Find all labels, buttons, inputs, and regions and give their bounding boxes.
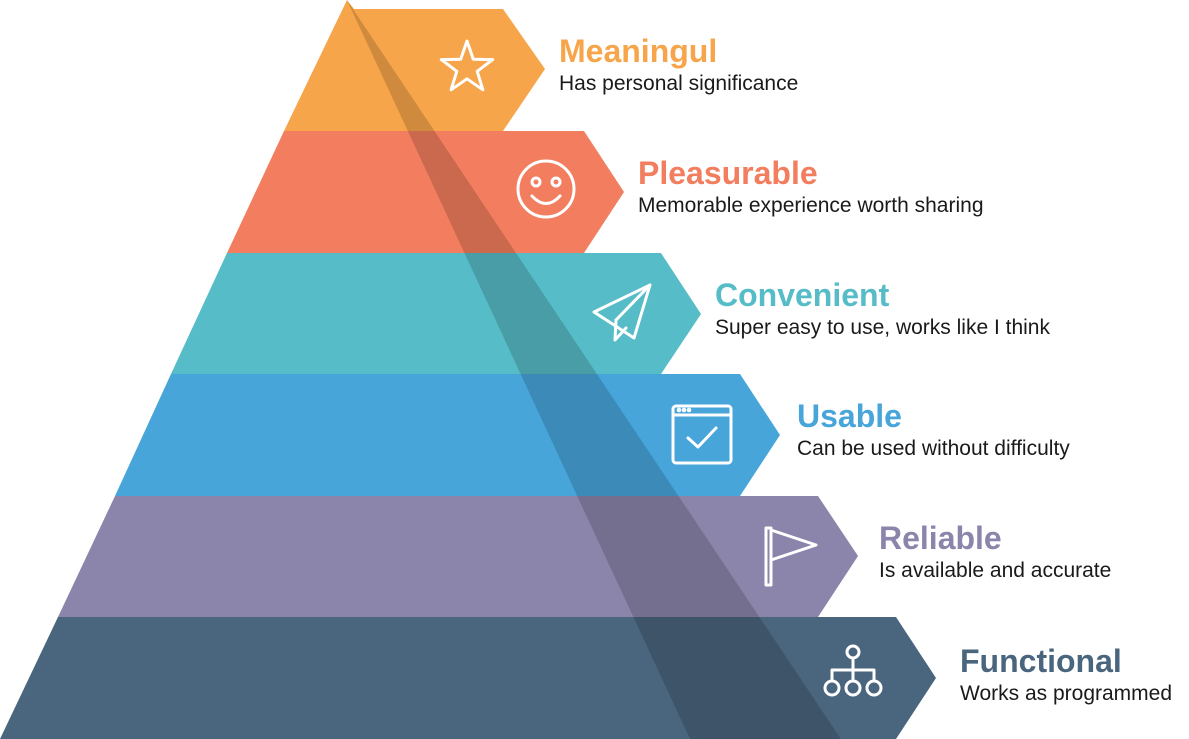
level-description: Memorable experience worth sharing — [638, 194, 984, 217]
band-usable — [115, 374, 780, 496]
level-label-meaningul: Meaningul Has personal significance — [559, 33, 798, 97]
band-meaningul — [284, 0, 545, 131]
level-title: Functional — [960, 643, 1122, 679]
pyramid-bands — [0, 0, 936, 739]
band-pleasurable — [227, 131, 624, 253]
level-description: Is available and accurate — [879, 559, 1112, 582]
band-functional — [0, 617, 936, 739]
level-title: Reliable — [879, 520, 1002, 556]
pyramid-shadow-facet — [347, 0, 841, 739]
level-description: Super easy to use, works like I think — [715, 316, 1050, 339]
flag-icon — [764, 526, 818, 587]
star-icon — [439, 39, 495, 92]
smiley-icon — [516, 159, 576, 219]
level-label-pleasurable: Pleasurable Memorable experience worth s… — [638, 155, 984, 219]
band-convenient — [171, 253, 701, 374]
level-title: Meaningul — [559, 33, 718, 69]
level-title: Usable — [797, 398, 902, 434]
level-label-reliable: Reliable Is available and accurate — [879, 520, 1111, 584]
level-label-functional: Functional Works as programmed — [960, 643, 1172, 707]
level-description: Has personal significance — [559, 72, 799, 95]
level-title: Convenient — [715, 277, 890, 313]
band-reliable — [58, 496, 858, 617]
paper-plane-icon — [592, 283, 652, 342]
browser-check-icon — [671, 404, 733, 465]
level-description: Can be used without difficulty — [797, 437, 1070, 460]
level-label-usable: Usable Can be used without difficulty — [797, 398, 1070, 462]
level-title: Pleasurable — [638, 155, 818, 191]
level-description: Works as programmed — [960, 682, 1173, 705]
hierarchy-icon — [823, 644, 883, 697]
level-label-convenient: Convenient Super easy to use, works like… — [715, 277, 1050, 341]
